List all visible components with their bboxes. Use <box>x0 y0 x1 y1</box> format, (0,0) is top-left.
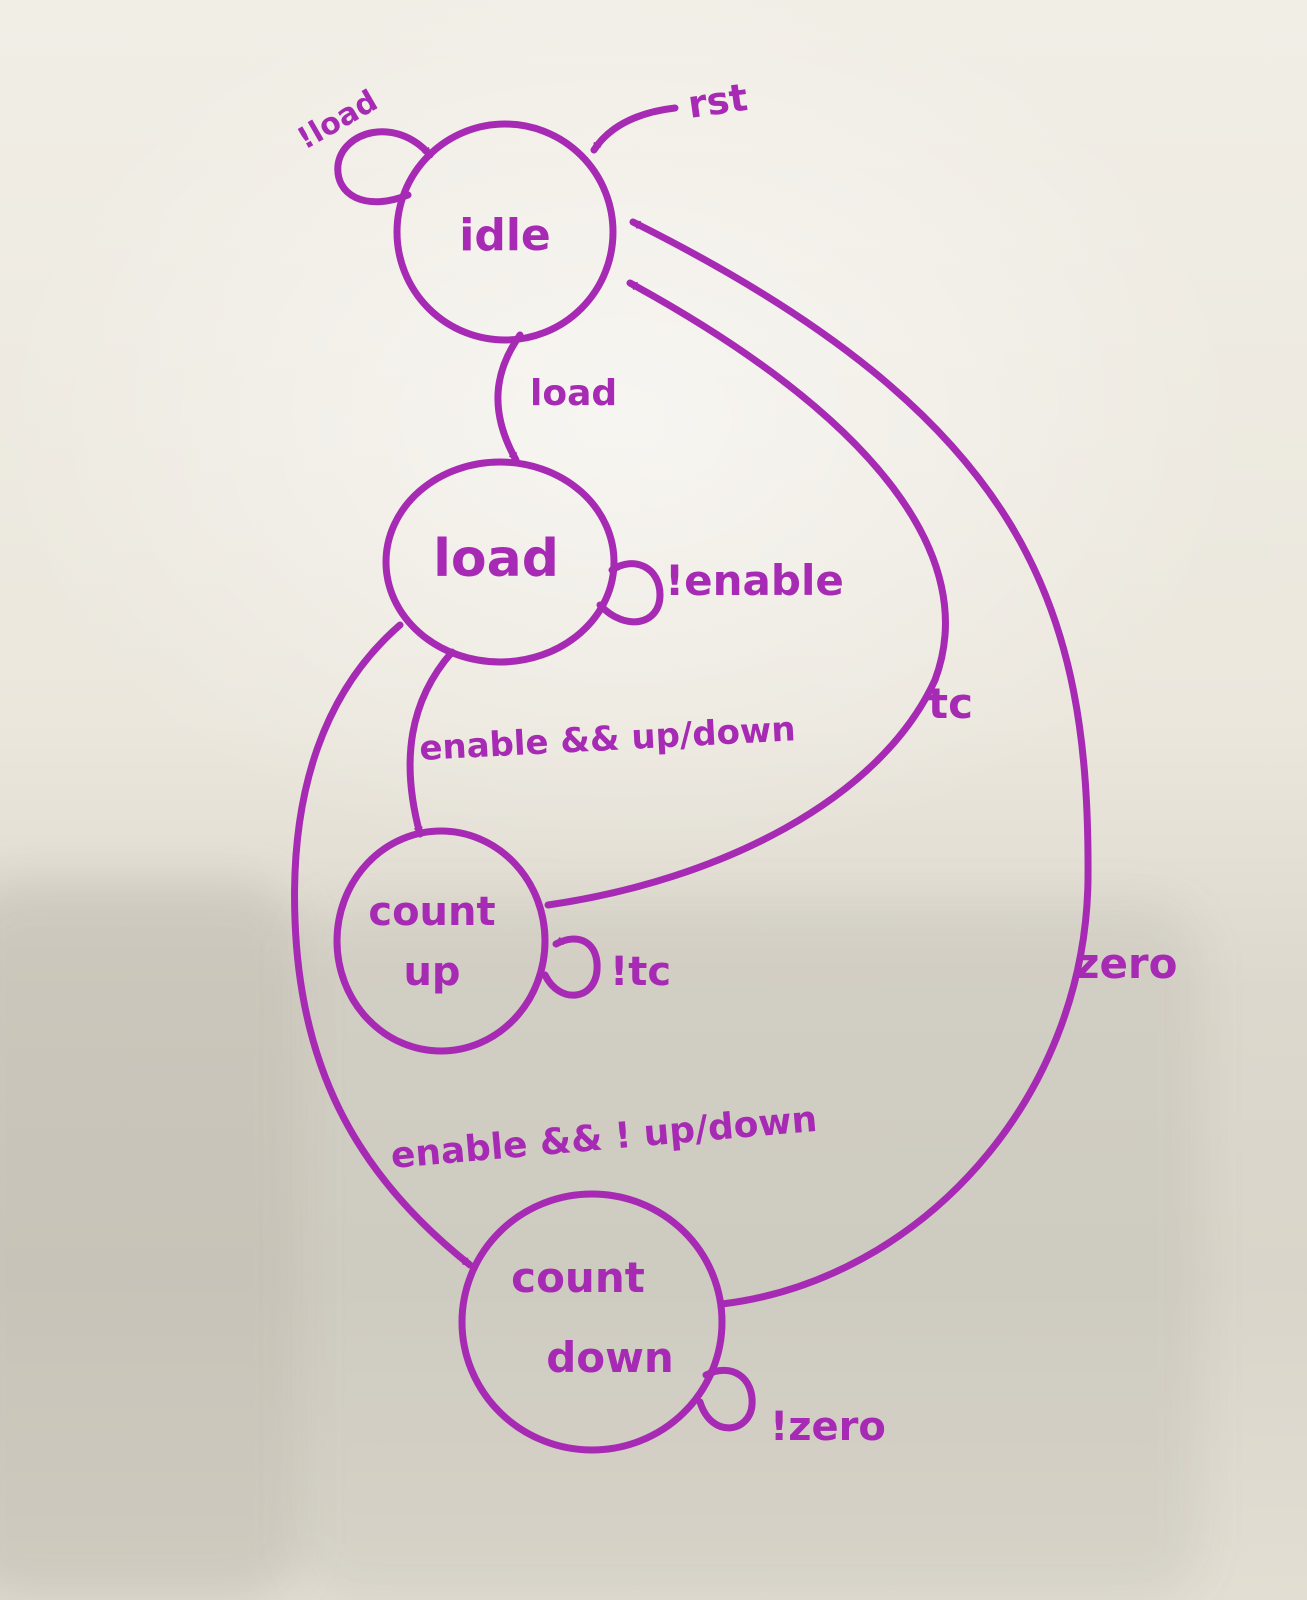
label-enable-up: enable && up/down <box>418 709 796 769</box>
state-count-down-circle <box>458 1190 726 1454</box>
photo-shadow-left <box>0 880 300 1600</box>
arrow-rst <box>590 104 679 154</box>
state-count-down-label-line2: down <box>546 1333 674 1382</box>
state-idle: idle <box>393 120 617 344</box>
state-count-up-label-line2: up <box>403 949 460 995</box>
state-count-up: count up <box>333 827 549 1055</box>
arrow-count-up-self-loop <box>541 935 601 999</box>
state-count-up-label-line1: count <box>368 889 495 935</box>
label-enable-down: enable && ! up/down <box>389 1099 819 1177</box>
arrow-load-to-count-down <box>291 621 474 1269</box>
arrow-load-to-count-up <box>406 648 456 838</box>
state-idle-circle <box>393 120 617 344</box>
label-not-tc: !tc <box>610 949 671 995</box>
state-load-label: load <box>433 529 559 589</box>
state-load-circle <box>382 458 618 666</box>
label-load-transition: load <box>530 373 617 414</box>
arrow-count-down-to-idle <box>629 218 1092 1308</box>
state-load: load <box>382 458 618 666</box>
label-rst: rst <box>685 75 750 127</box>
arrow-idle-to-load <box>494 331 524 464</box>
state-count-down: count down <box>458 1190 726 1454</box>
arrow-count-down-self-loop <box>696 1367 756 1432</box>
label-zero: zero <box>1075 939 1178 988</box>
label-not-zero: !zero <box>770 1404 886 1450</box>
state-count-up-circle <box>333 827 549 1055</box>
arrow-count-up-to-idle <box>544 279 949 909</box>
state-count-down-label-line1: count <box>511 1253 645 1302</box>
label-not-enable: !enable <box>665 556 844 605</box>
label-tc: tc <box>928 679 973 728</box>
label-not-load-idle: !load <box>292 83 384 156</box>
arrow-load-self-loop <box>596 560 664 626</box>
state-idle-label: idle <box>459 210 551 261</box>
arrow-idle-self-loop <box>334 128 434 206</box>
